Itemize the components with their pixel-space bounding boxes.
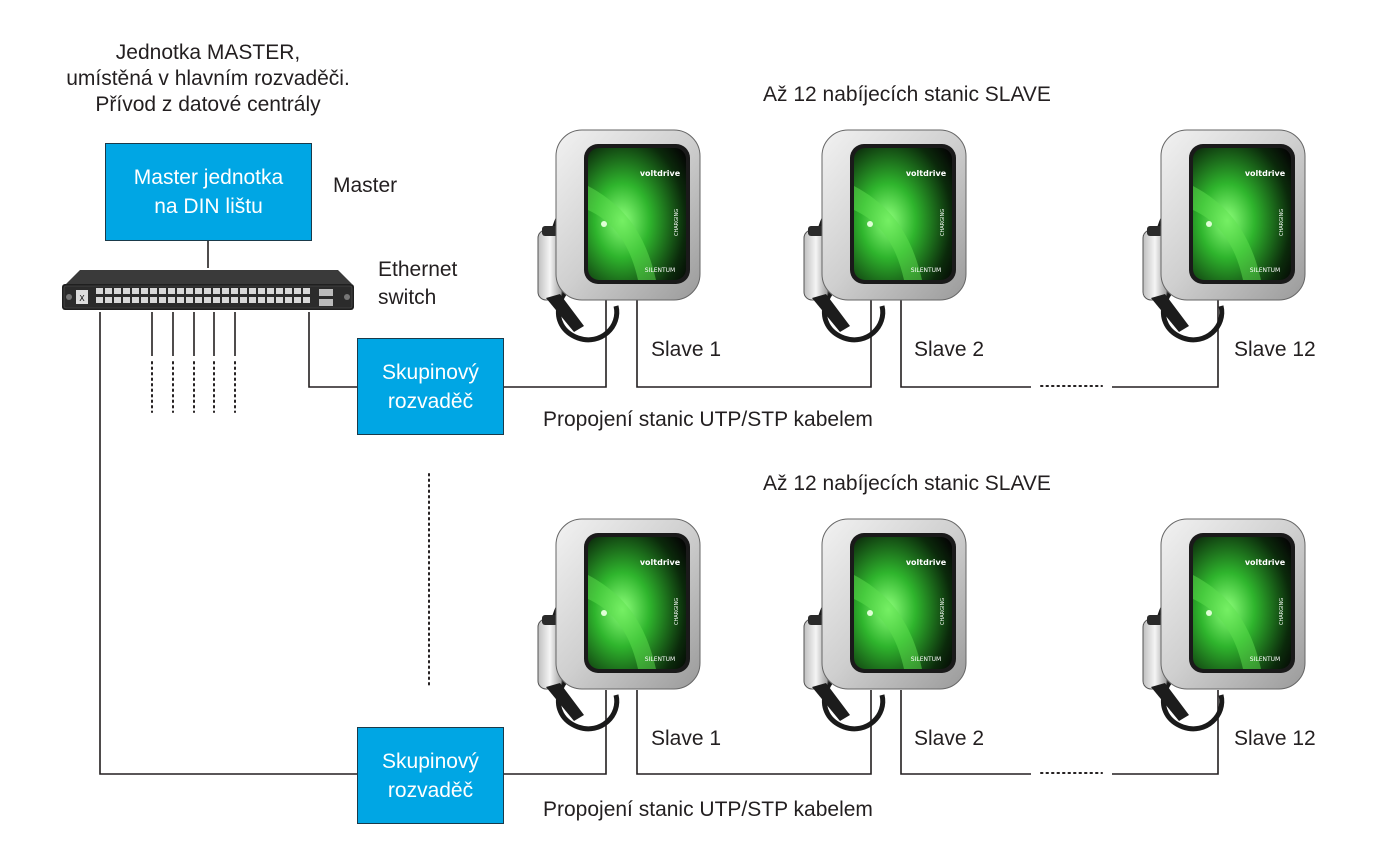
- station-label: Slave 2: [914, 338, 985, 361]
- station-brand: voltdrive: [906, 169, 947, 178]
- charging-station: voltdrive SILENTUM CHARGING: [792, 126, 972, 346]
- charging-station: voltdrive SILENTUM CHARGING: [526, 126, 706, 346]
- group-1-distribution-box: Skupinový rozvaděč: [357, 338, 504, 435]
- group-1-cable-label: Propojení stanic UTP/STP kabelem: [543, 408, 873, 431]
- switch-label-line-2: switch: [378, 286, 437, 309]
- station-side-label: CHARGING: [674, 598, 680, 625]
- station-side-label: CHARGING: [1279, 598, 1285, 625]
- ev-charger-icon: voltdrive SILENTUM CHARGING: [803, 518, 967, 732]
- ev-charger-icon: voltdrive SILENTUM CHARGING: [1142, 518, 1306, 732]
- svg-text:X: X: [79, 294, 85, 303]
- station-label: Slave 2: [914, 727, 985, 750]
- station-model: SILENTUM: [911, 656, 941, 663]
- station-model: SILENTUM: [645, 656, 675, 663]
- master-box-line-2: na DIN lištu: [154, 195, 263, 218]
- master-caption-line-2: umístěná v hlavním rozvaděči.: [66, 67, 350, 90]
- station-side-label: CHARGING: [674, 209, 680, 236]
- station-model: SILENTUM: [1250, 656, 1280, 663]
- charging-station: voltdrive SILENTUM CHARGING: [792, 515, 972, 735]
- station-brand: voltdrive: [640, 558, 681, 567]
- switch-label-line-1: Ethernet: [378, 258, 458, 281]
- master-caption-line-1: Jednotka MASTER,: [115, 41, 301, 64]
- group-2-distribution-box: Skupinový rozvaděč: [357, 727, 504, 824]
- group-2-heading: Až 12 nabíjecích stanic SLAVE: [763, 472, 1051, 495]
- ev-charger-icon: voltdrive SILENTUM CHARGING: [537, 129, 701, 343]
- station-brand: voltdrive: [1245, 169, 1286, 178]
- station-model: SILENTUM: [645, 267, 675, 274]
- charging-station: voltdrive SILENTUM CHARGING: [1131, 126, 1311, 346]
- station-label: Slave 1: [651, 338, 722, 361]
- ethernet-switch-icon: X: [62, 270, 354, 310]
- switch-label: Ethernet switch: [378, 256, 457, 312]
- station-side-label: CHARGING: [940, 209, 946, 236]
- group-1-box-line-2: rozvaděč: [387, 389, 474, 413]
- group-2-box-line-1: Skupinový: [382, 749, 479, 773]
- charging-station: voltdrive SILENTUM CHARGING: [526, 515, 706, 735]
- station-model: SILENTUM: [1250, 267, 1280, 274]
- station-brand: voltdrive: [640, 169, 681, 178]
- station-label: Slave 1: [651, 727, 722, 750]
- station-brand: voltdrive: [906, 558, 947, 567]
- station-side-label: CHARGING: [1279, 209, 1285, 236]
- ev-charger-icon: voltdrive SILENTUM CHARGING: [1142, 129, 1306, 343]
- station-side-label: CHARGING: [940, 598, 946, 625]
- station-brand: voltdrive: [1245, 558, 1286, 567]
- station-label: Slave 12: [1234, 338, 1316, 361]
- station-label: Slave 12: [1234, 727, 1316, 750]
- master-caption-line-3: Přívod z datové centrály: [95, 93, 321, 116]
- master-caption: Jednotka MASTER, umístěná v hlavním rozv…: [28, 40, 388, 118]
- charging-station: voltdrive SILENTUM CHARGING: [1131, 515, 1311, 735]
- ev-charger-icon: voltdrive SILENTUM CHARGING: [803, 129, 967, 343]
- master-box-line-1: Master jednotka: [133, 166, 284, 189]
- station-model: SILENTUM: [911, 267, 941, 274]
- master-label: Master: [333, 174, 398, 197]
- group-1-heading: Až 12 nabíjecích stanic SLAVE: [763, 83, 1051, 106]
- group-2-cable-label: Propojení stanic UTP/STP kabelem: [543, 798, 873, 821]
- group-2-box-line-2: rozvaděč: [387, 778, 474, 802]
- master-unit-box: Master jednotka na DIN lištu: [105, 143, 312, 241]
- ev-charger-icon: voltdrive SILENTUM CHARGING: [537, 518, 701, 732]
- group-1-box-line-1: Skupinový: [382, 360, 479, 384]
